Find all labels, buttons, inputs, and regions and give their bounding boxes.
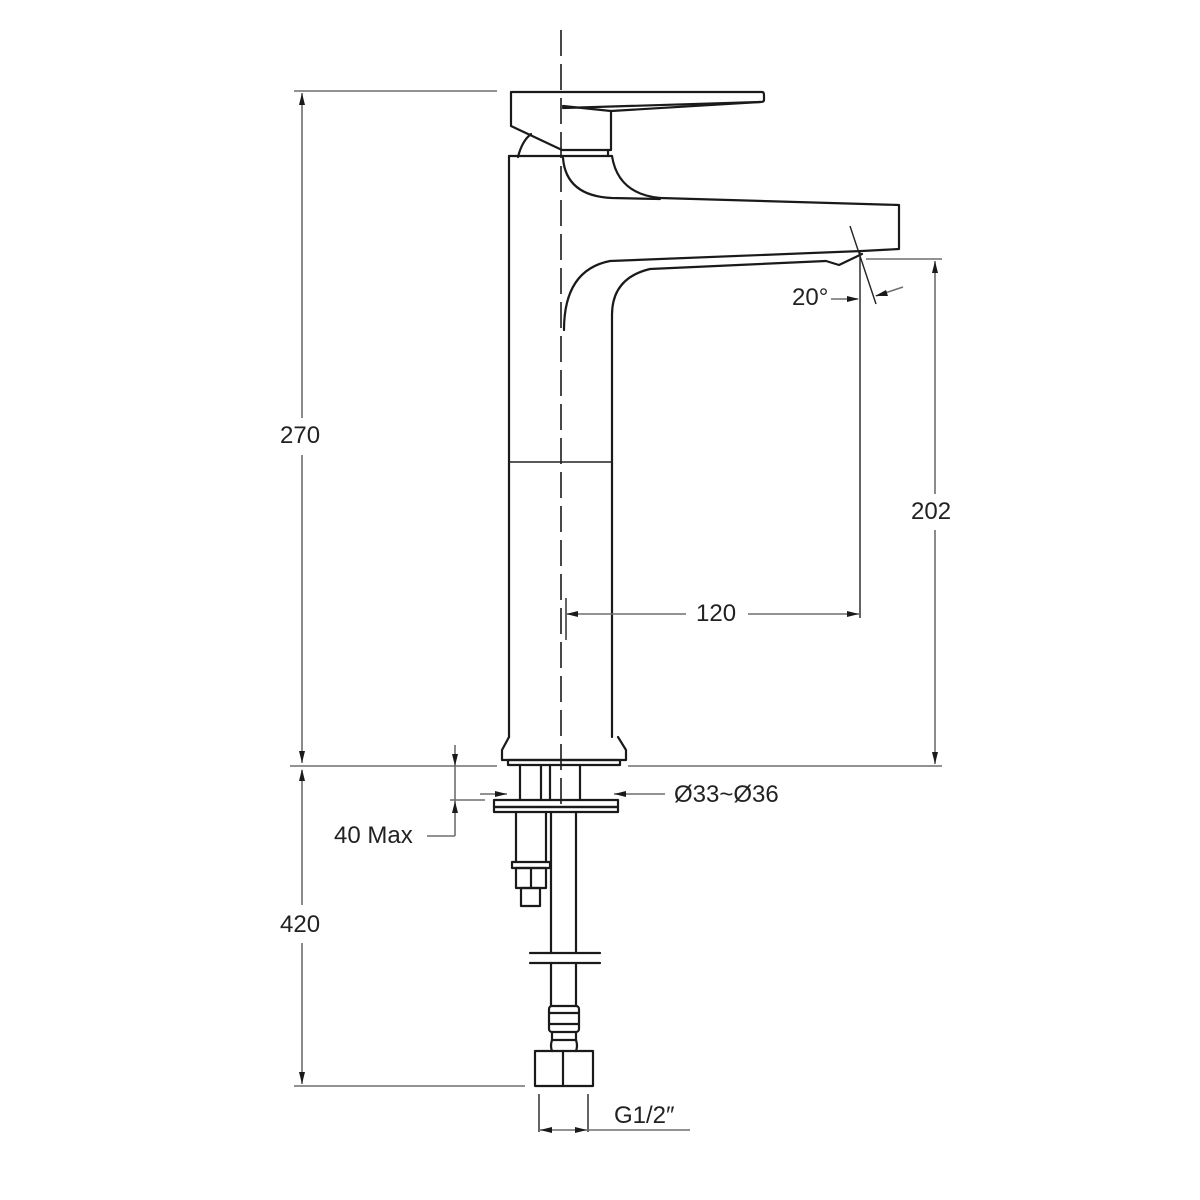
flexible-hose [528,810,602,1088]
dim-202 [866,258,942,764]
mounting-shank [492,763,620,814]
dim-hole-diameter [480,791,665,797]
dim-40-max [427,745,485,837]
faucet-body [507,154,662,739]
inlet-tail [510,810,552,908]
label-connection-thread: G1/2″ [614,1102,675,1129]
label-spout-reach: 120 [692,602,741,626]
dim-thread [538,1094,690,1133]
dim-270 [294,90,497,763]
label-total-height: 270 [276,424,325,448]
label-outlet-angle: 20° [792,284,829,311]
spout [562,196,901,332]
label-hole-diameter: Ø33~Ø36 [670,783,783,807]
label-hose-length: 420 [276,913,325,937]
dim-420 [294,769,525,1087]
label-outlet-height: 202 [907,500,956,524]
dim-angle-20 [831,225,904,305]
base-flange [500,735,628,767]
label-max-deck-thickness: 40 Max [334,822,413,849]
lever-handle [509,90,766,159]
dim-120 [565,252,861,640]
